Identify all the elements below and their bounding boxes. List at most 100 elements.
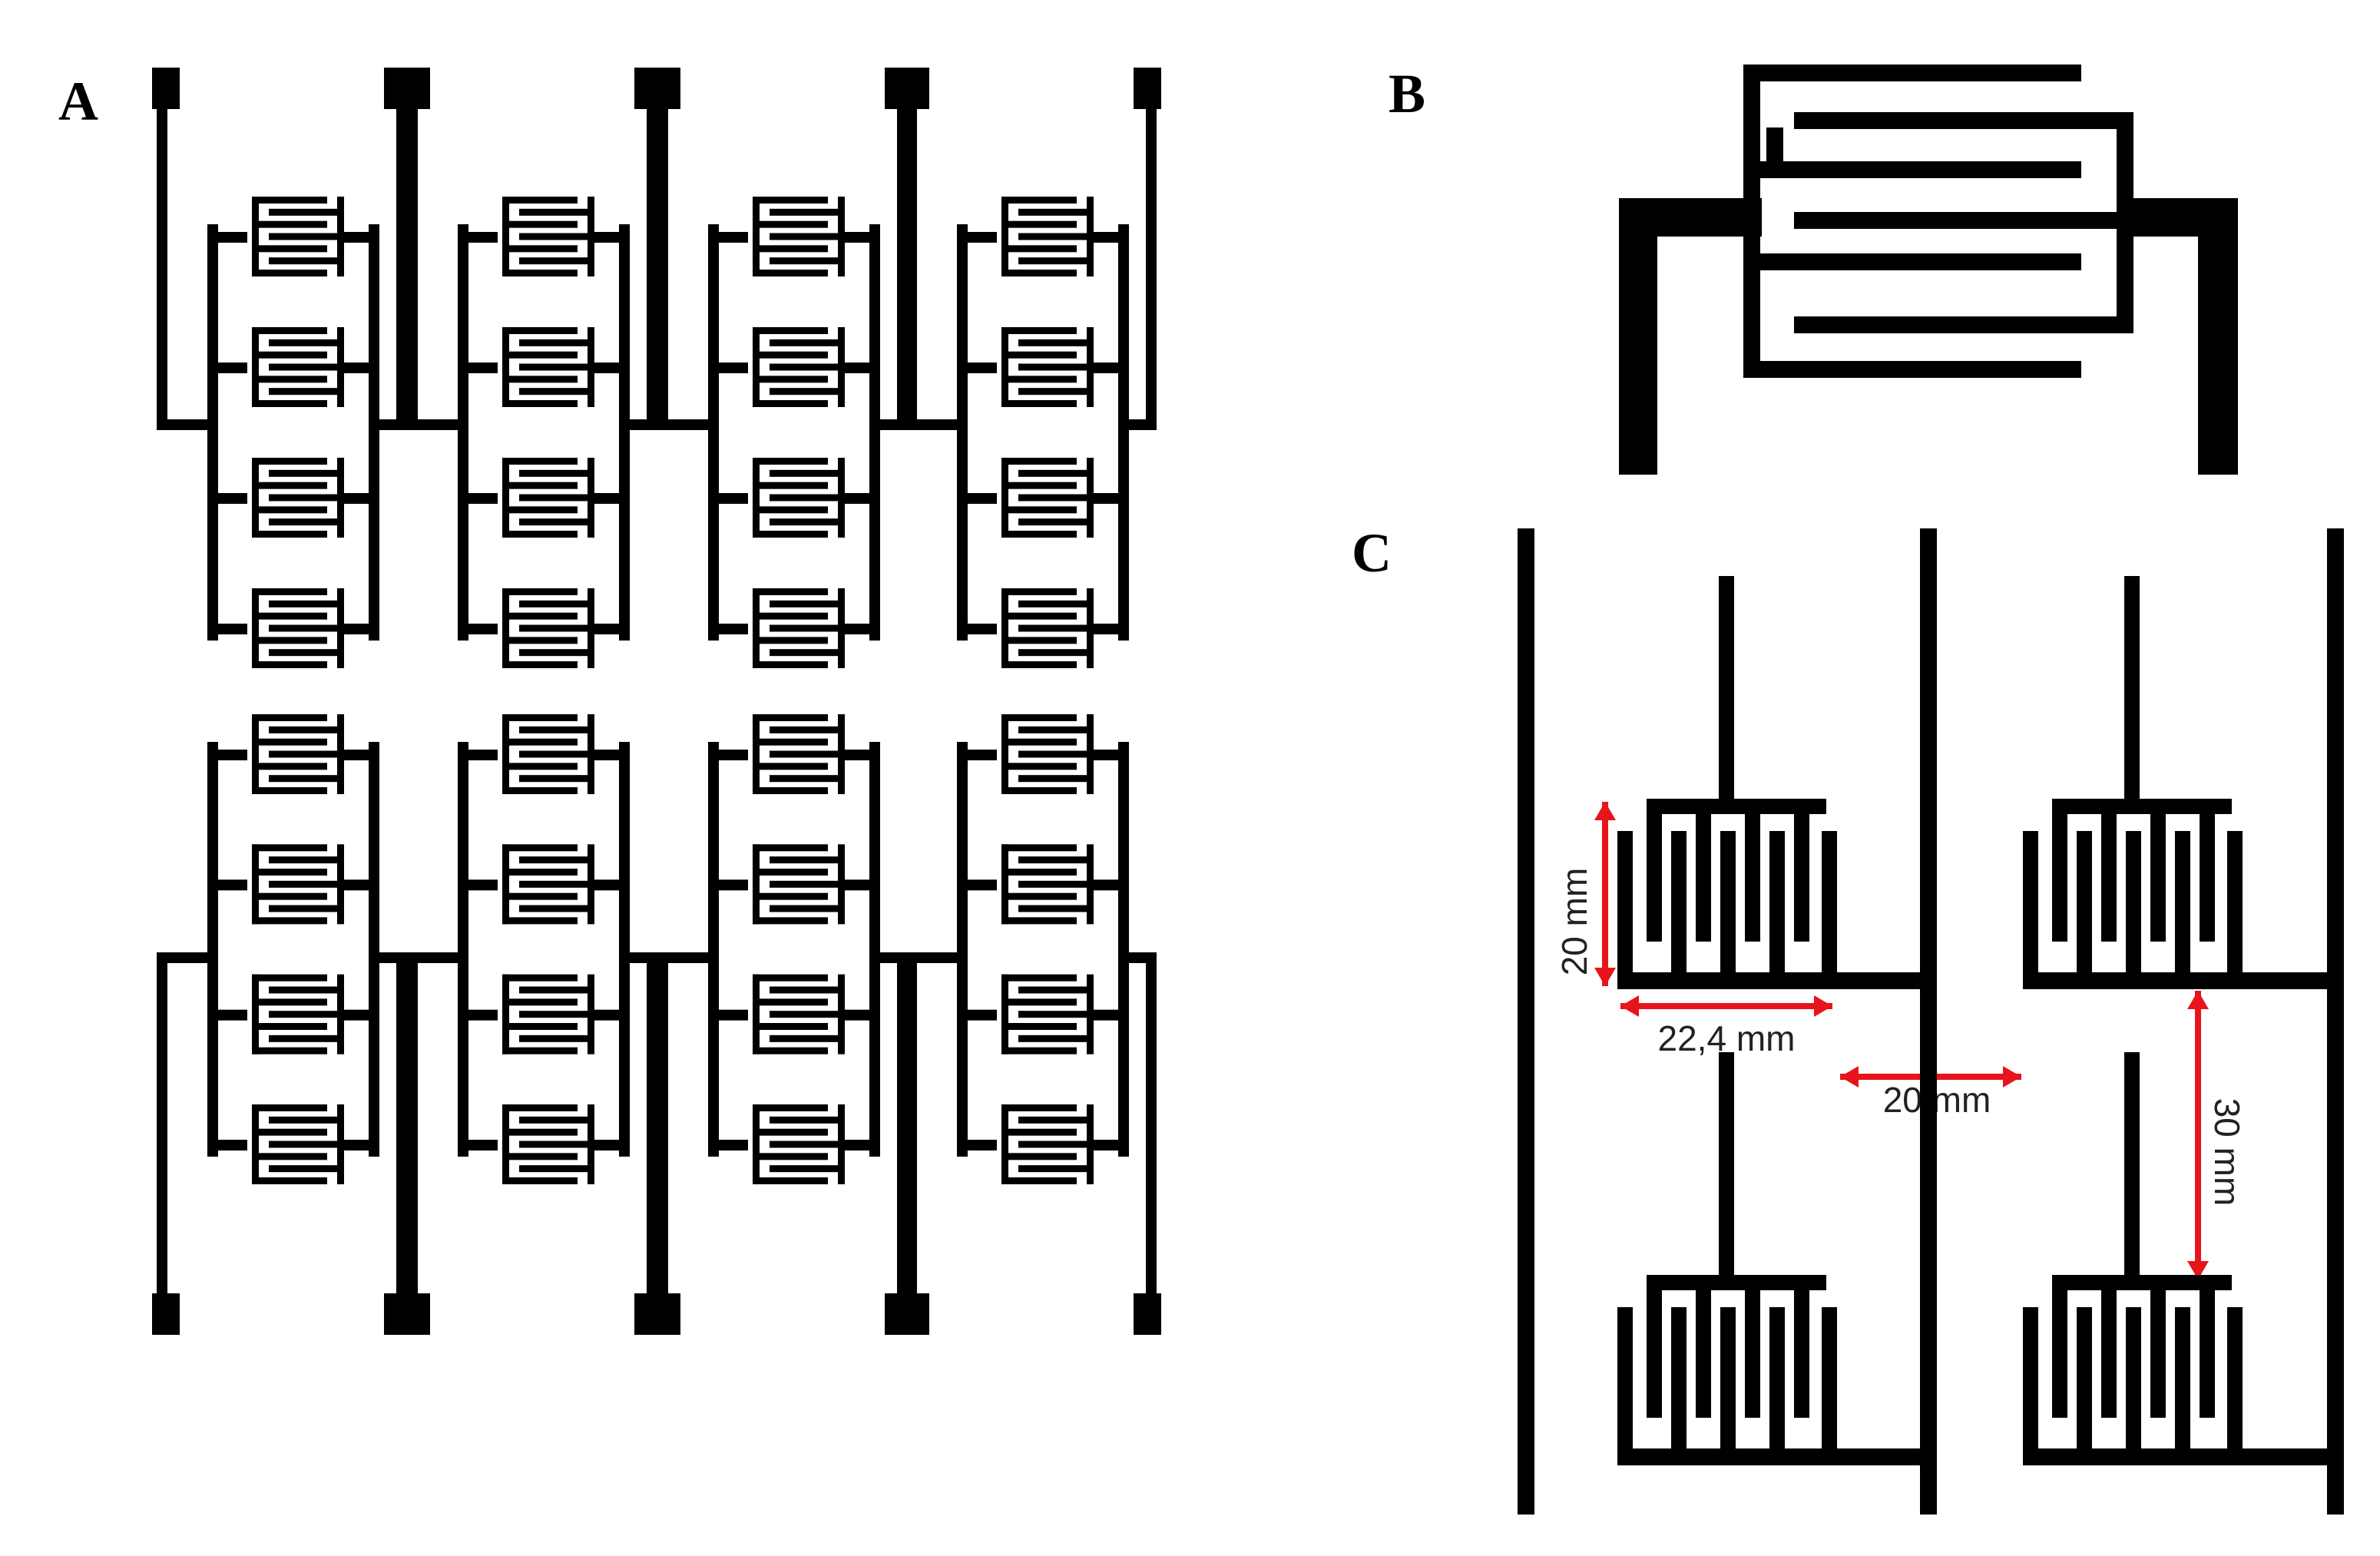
ide-finger [1001,197,1077,204]
ide-finger [770,1116,845,1124]
ide-spine [252,327,259,407]
ide-spine [1001,974,1008,1054]
sensor-lead [840,750,880,760]
ide-finger [502,220,578,228]
ide-finger [252,400,327,407]
upper-comb-finger [1696,799,1711,942]
outer-rail-right [1146,952,1157,1324]
lower-comb-finger [2077,1307,2092,1465]
small-interdigitated-electrode [502,458,594,538]
inner-bus-right [1118,742,1129,1157]
ide-finger [1018,1165,1094,1173]
lower-comb-spine [1617,972,1920,989]
outer-rail-left [407,952,418,1324]
ide-spine [502,327,509,407]
sensor-lead [339,493,379,504]
sensor-lead [840,232,880,243]
sensor-lead [840,1009,880,1021]
arrow-head [2187,991,2209,1009]
ide-finger [252,270,327,276]
ide-spine [502,844,509,925]
electrode-strip [152,714,412,1335]
connector-pad [152,1293,180,1335]
sensor-lead [708,1009,748,1021]
lower-comb-finger [1822,1307,1837,1465]
sensor-lead [708,624,748,634]
connector-lip [384,68,407,78]
sensor-lead [840,363,880,373]
inner-bus-left [708,224,719,641]
ide-finger [1018,856,1094,864]
arrow-head [2003,1066,2021,1088]
sensor-electrode [2023,1052,2327,1465]
ide-lead-right-down [2198,198,2238,475]
sensor-lead [957,750,997,760]
connector-lip [1134,68,1157,78]
rail-link [157,952,218,963]
ide-finger [1018,600,1094,608]
ide-finger [252,1153,327,1160]
ide-finger [252,612,327,620]
ide-spine [1001,197,1008,276]
sensor-lead [957,363,997,373]
inner-bus-left [458,224,468,641]
ide-finger [1018,880,1094,888]
ide-finger [1018,233,1094,240]
ide-finger [1001,351,1077,359]
sensor-lead [840,879,880,891]
small-interdigitated-electrode [502,197,594,276]
sensor-lead [339,1140,379,1150]
ide-finger [1001,482,1077,489]
ide-finger [502,351,578,359]
ide-finger [502,197,578,204]
ide-finger [269,880,344,888]
inner-bus-right [369,742,379,1157]
sensor-lead [2124,1052,2140,1275]
ide-finger [502,270,578,276]
rail-link [1118,952,1157,963]
panel-a-electrode-array [152,68,1161,1335]
ide-finger [753,714,828,721]
lower-comb-finger [1671,831,1687,989]
rail-link [407,419,468,430]
ide-spine [1001,588,1008,668]
ide-finger [770,726,845,733]
ide-finger [1001,531,1077,538]
inner-bus-right [1118,224,1129,641]
sensor-lead [458,493,498,504]
small-interdigitated-electrode [252,197,344,276]
upper-comb-spine [2052,799,2232,814]
sensor-lead [708,750,748,760]
ide-finger [1018,208,1094,216]
ide-lead-left-down [1619,198,1657,475]
lower-comb-finger [1769,831,1785,989]
ide-finger [1001,763,1077,770]
small-interdigitated-electrode [502,714,594,794]
outer-rail-left [657,68,668,430]
electrode-strip [902,68,1161,668]
outer-rail-right [396,952,407,1324]
ide-spine [252,714,259,794]
connector-pad [402,1293,430,1335]
ide-finger [1018,1141,1094,1148]
lower-comb-finger [1720,1307,1736,1465]
ide-finger [770,469,845,477]
ide-finger [1001,1023,1077,1030]
ide-finger [269,233,344,240]
ide-finger [1001,892,1077,900]
ide-finger [252,458,327,465]
lower-comb-finger [2126,1307,2141,1465]
ide-finger [770,750,845,758]
sensor-lead [458,750,498,760]
ide-finger [1001,400,1077,407]
ide-spine [252,844,259,925]
inner-bus-right [869,224,880,641]
sensor-lead [339,879,379,891]
ide-finger [502,245,578,253]
ide-finger [1001,844,1077,852]
lower-comb-finger [2227,831,2243,989]
ide-finger [1018,726,1094,733]
ide-finger [1001,1047,1077,1054]
small-interdigitated-electrode [753,327,845,407]
ide-finger [269,363,344,371]
